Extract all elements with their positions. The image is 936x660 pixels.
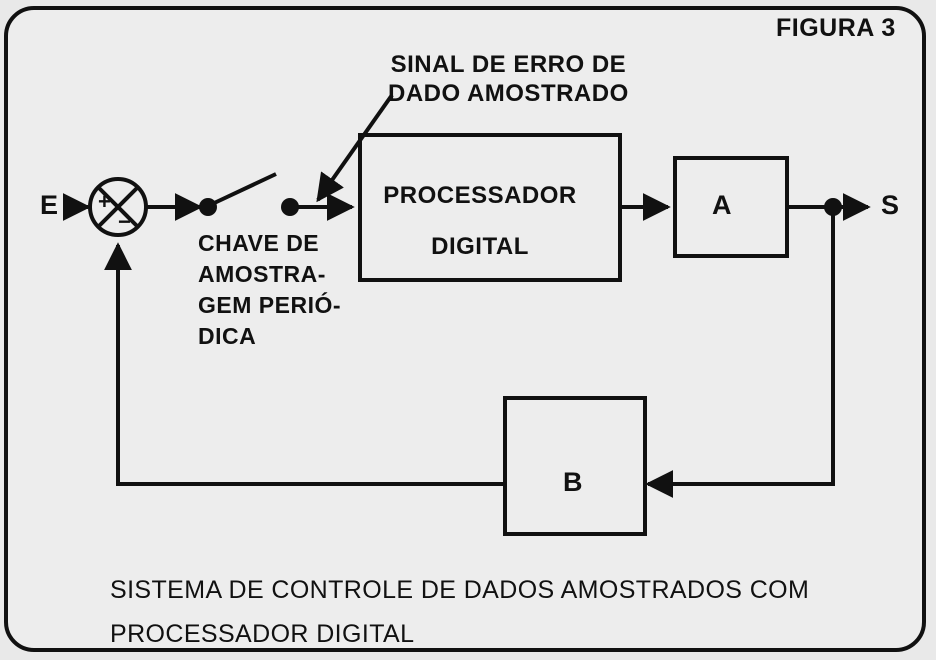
switch-label-line: AMOSTRA- (198, 261, 326, 287)
figure-caption: SISTEMA DE CONTROLE DE DADOS AMOSTRADOS … (110, 568, 809, 656)
switch-left-contact (199, 198, 217, 216)
error-signal-label-line: SINAL DE ERRO DE (390, 51, 627, 78)
block-b-label: B (563, 467, 583, 497)
block-b (503, 396, 647, 536)
sum-minus-sign: − (118, 209, 132, 234)
error-signal-label-line: DADO AMOSTRADO (388, 80, 629, 107)
caption-line: PROCESSADOR DIGITAL (110, 620, 415, 648)
figure-label: FIGURA 3 (776, 14, 896, 42)
switch-label: CHAVE DE AMOSTRA- GEM PERIÓ- DICA (198, 228, 341, 352)
sum-plus-sign: + (98, 189, 112, 214)
feedback-path-left (104, 242, 505, 486)
switch-label-line: DICA (198, 323, 257, 349)
output-branch-node (824, 198, 842, 216)
sampling-switch-blade (209, 172, 277, 207)
error-signal-label: SINAL DE ERRO DE DADO AMOSTRADO (388, 50, 629, 108)
input-signal-label: E (40, 190, 59, 220)
error-label-pointer (316, 93, 394, 203)
processor-label-line: DIGITAL (431, 233, 529, 260)
switch-label-line: GEM PERIÓ- (198, 292, 342, 318)
block-a-label: A (712, 190, 732, 220)
figure-frame (4, 6, 926, 652)
switch-label-line: CHAVE DE (198, 230, 320, 256)
processor-label-line: PROCESSADOR (383, 182, 577, 209)
output-signal-label: S (881, 190, 900, 220)
feedback-path-right (645, 207, 835, 498)
processor-label: PROCESSADOR DIGITAL (360, 170, 600, 272)
caption-line: SISTEMA DE CONTROLE DE DADOS AMOSTRADOS … (110, 576, 810, 604)
switch-right-contact (281, 198, 299, 216)
